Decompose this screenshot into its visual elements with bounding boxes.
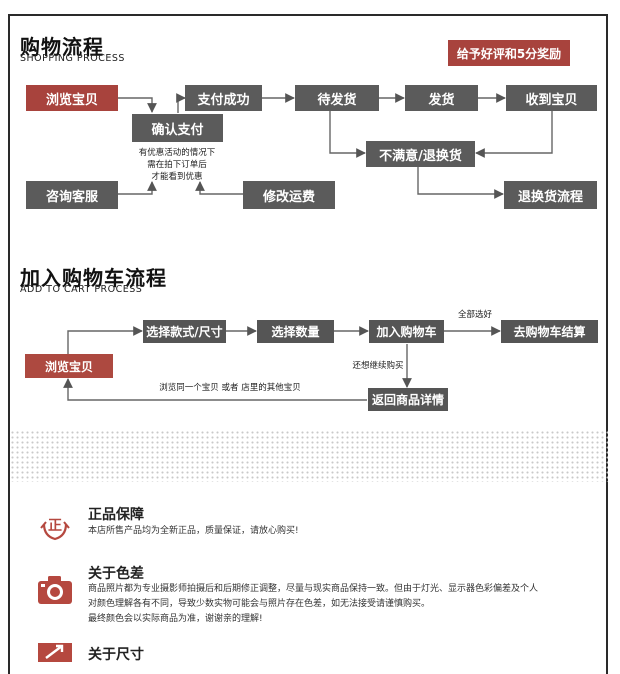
cart-node-choose-qty: 选择数量 [257,320,334,343]
shopping-title: 购物流程 [20,35,104,59]
info-genuine-text: 本店所售产品均为全新正品，质量保证，请放心购买! [88,526,299,536]
node-return-flow: 退换货流程 [504,181,597,209]
cart-subtitle: ADD TO CART PROCESS [20,284,143,295]
node-consult: 咨询客服 [26,181,118,209]
info-size-title: 关于尺寸 [88,647,144,663]
camera-icon [38,576,72,604]
genuine-glyph: 正 [48,518,62,534]
cart-node-choose-style: 选择款式/尺寸 [143,320,226,343]
cart-node-add-cart: 加入购物车 [369,320,444,343]
discount-note-line: 才能看到优惠 [151,172,203,182]
label-browse-more: 浏览同一个宝贝 或者 店里的其他宝贝 [159,383,301,393]
cart-node-back-detail: 返回商品详情 [368,388,448,411]
size-icon [38,643,72,662]
discount-note-line: 有优惠活动的情况下 [138,148,216,158]
node-confirm-pay: 确认支付 [132,114,223,142]
node-browse: 浏览宝贝 [26,85,118,111]
dotted-divider [10,430,608,482]
shopping-subtitle: SHOPPING PROCESS [20,53,125,64]
genuine-icon: 正 [40,518,70,541]
info-color-line-2: 对颜色理解各有不同，导致少数实物可能会与照片存在色差，如无法接受请谨慎购买。 [88,599,431,609]
node-modify-fee: 修改运费 [243,181,335,209]
node-unhappy-return: 不满意/退换货 [366,141,475,167]
label-all-selected: 全部选好 [457,310,492,320]
discount-note-line: 需在拍下订单后 [147,160,207,170]
discount-note: 有优惠活动的情况下 需在拍下订单后 才能看到优惠 [122,147,232,183]
cart-node-browse: 浏览宝贝 [25,354,113,378]
cart-title: 加入购物车流程 [20,266,167,290]
reward-badge: 给予好评和5分奖励 [448,40,570,66]
info-color-line-1: 商品照片都为专业摄影师拍摄后和后期修正调整，尽量与现实商品保持一致。但由于灯光、… [88,584,539,594]
node-wait-ship: 待发货 [295,85,379,111]
label-continue-buying: 还想继续购买 [352,361,404,371]
node-pay-success: 支付成功 [185,85,262,111]
page-frame [8,14,608,674]
info-genuine-title: 正品保障 [88,507,144,523]
info-color-title: 关于色差 [88,566,144,582]
info-color-line-3: 最终颜色会以实际商品为准，谢谢亲的理解! [88,614,263,624]
node-received: 收到宝贝 [506,85,597,111]
cart-node-checkout: 去购物车结算 [501,320,598,343]
node-shipped: 发货 [405,85,478,111]
